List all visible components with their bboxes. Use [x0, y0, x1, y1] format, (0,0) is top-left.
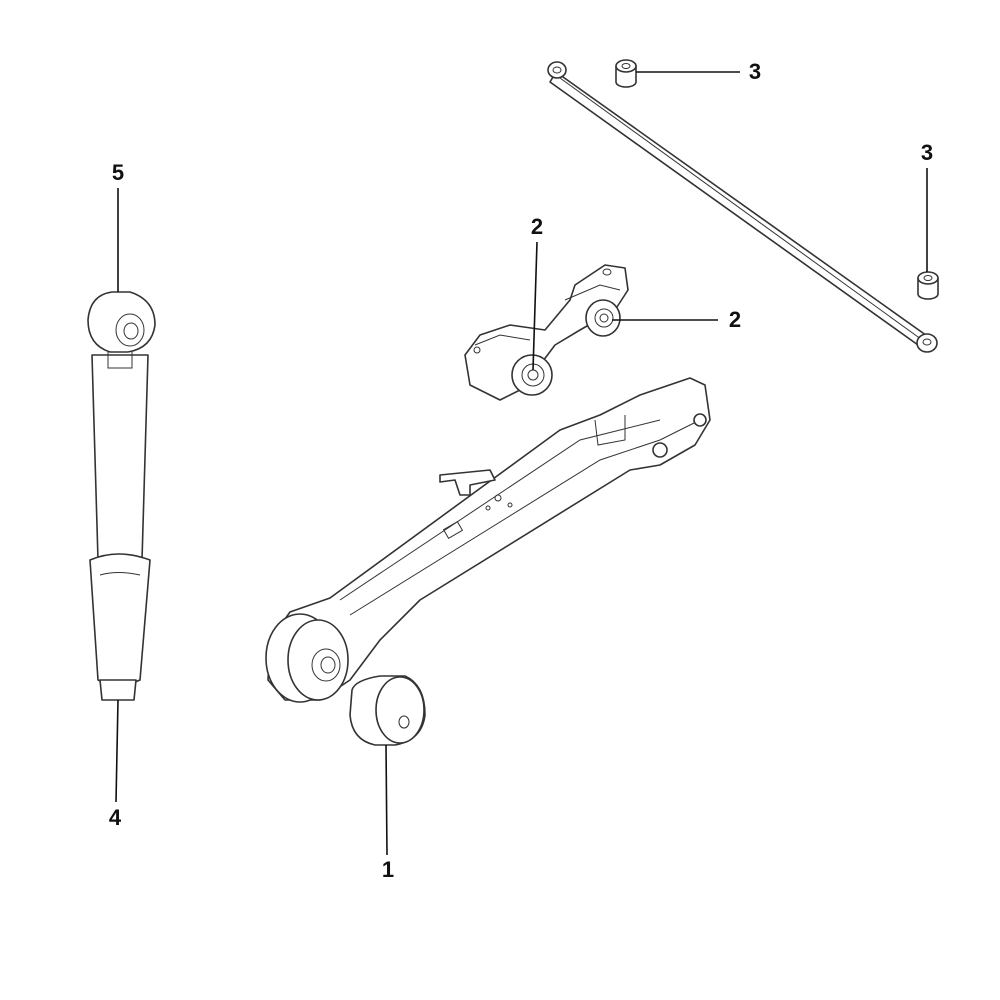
callout-5: 5	[111, 160, 125, 185]
bushing-3-top	[615, 59, 637, 88]
bushing-1	[349, 675, 426, 746]
callout-2-left: 2	[530, 214, 544, 239]
trailing-arm	[265, 377, 711, 703]
shock-absorber	[87, 291, 156, 701]
callout-2-right: 2	[728, 307, 742, 332]
bushing-3-right	[917, 271, 939, 300]
callout-3-top: 3	[748, 59, 762, 84]
callout-4: 4	[108, 805, 122, 830]
leader-lines	[115, 71, 928, 856]
lateral-rod	[547, 61, 938, 353]
bracket-2	[464, 264, 629, 401]
callout-1: 1	[381, 857, 395, 882]
callout-3-right: 3	[920, 140, 934, 165]
